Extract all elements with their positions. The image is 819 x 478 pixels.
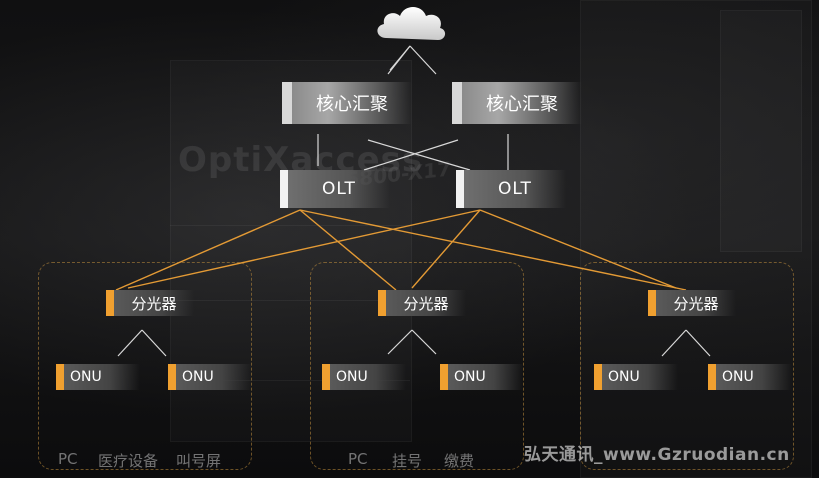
link-splitter2-onu-left bbox=[387, 329, 413, 355]
link-core1-olt2 bbox=[367, 139, 471, 171]
link-olt1-splitter2 bbox=[299, 209, 397, 291]
link-olt1-splitter3 bbox=[299, 209, 687, 291]
core-aggregation-node-2: 核心汇聚 bbox=[452, 82, 582, 124]
splitter-node-2: 分光器 bbox=[378, 290, 466, 316]
background-rack-divider bbox=[170, 380, 410, 381]
endpoint-label-medical: 医疗设备 bbox=[98, 452, 159, 470]
onu-node-2: ONU bbox=[168, 364, 252, 390]
olt-node-2: OLT bbox=[456, 170, 566, 208]
endpoint-label-pc-1: PC bbox=[58, 450, 78, 468]
cloud-icon bbox=[377, 7, 446, 40]
link-splitter1-onu-left bbox=[117, 329, 143, 357]
link-splitter3-onu-left bbox=[661, 329, 687, 357]
background-rack-divider bbox=[170, 225, 410, 226]
access-group-3 bbox=[580, 262, 794, 470]
endpoint-label-registration: 挂号 bbox=[392, 452, 423, 470]
onu-node-1: ONU bbox=[56, 364, 140, 390]
link-splitter3-onu-right bbox=[685, 329, 711, 357]
background-equipment-rack bbox=[170, 60, 412, 442]
splitter-node-3: 分光器 bbox=[648, 290, 736, 316]
olt-node-1: OLT bbox=[280, 170, 390, 208]
link-olt2-splitter3 bbox=[479, 209, 677, 289]
onu-node-3: ONU bbox=[322, 364, 406, 390]
background-rack-divider bbox=[170, 300, 410, 301]
onu-node-4: ONU bbox=[440, 364, 524, 390]
link-cloud-core-1c bbox=[387, 45, 411, 75]
onu-node-6: ONU bbox=[708, 364, 792, 390]
background-equipment-panel bbox=[720, 10, 802, 252]
link-core2-olt1 bbox=[363, 139, 459, 171]
endpoint-label-queue-screen: 叫号屏 bbox=[176, 452, 222, 470]
link-olt2-splitter2 bbox=[411, 209, 481, 289]
link-olt1-splitter1 bbox=[115, 209, 301, 291]
splitter-node-1: 分光器 bbox=[106, 290, 194, 316]
link-splitter2-onu-right bbox=[411, 329, 437, 355]
core-aggregation-node-1: 核心汇聚 bbox=[282, 82, 412, 124]
watermark-text: 弘天通讯_www.Gzruodian.cn bbox=[524, 445, 790, 465]
link-cloud-core-2 bbox=[409, 45, 437, 75]
endpoint-label-payment: 缴费 bbox=[444, 452, 475, 470]
link-splitter1-onu-right bbox=[141, 329, 167, 357]
onu-node-5: ONU bbox=[594, 364, 678, 390]
endpoint-label-pc-2: PC bbox=[348, 450, 368, 468]
link-olt2-splitter1 bbox=[127, 209, 481, 289]
